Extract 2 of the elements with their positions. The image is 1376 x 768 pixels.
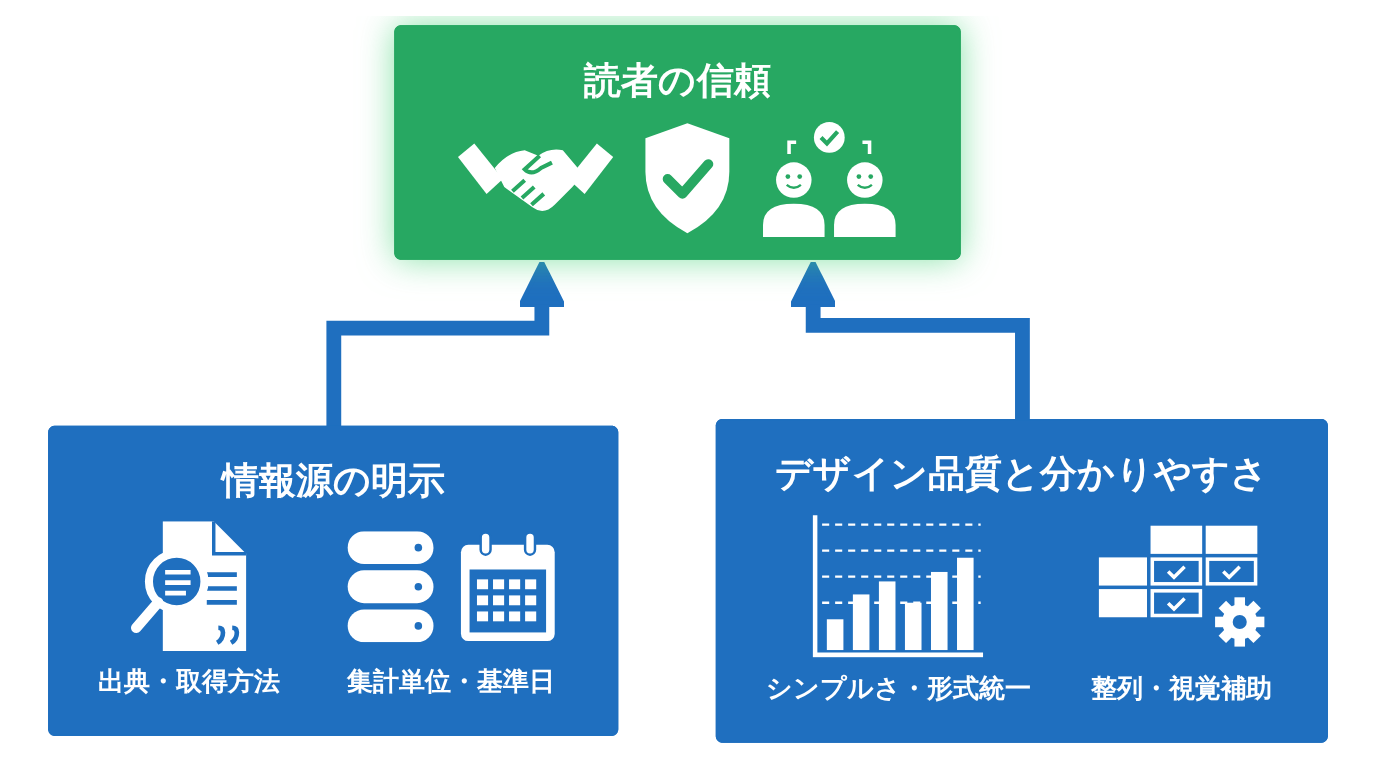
arrow: [326, 259, 567, 427]
arrow: [788, 259, 1030, 421]
